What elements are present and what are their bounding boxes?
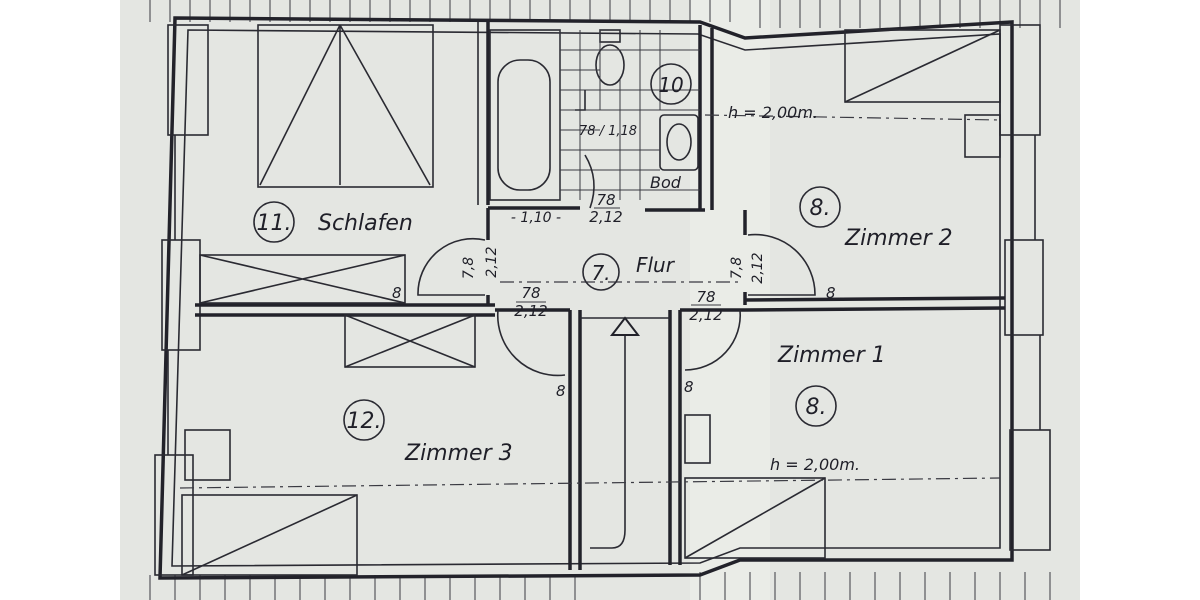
mark-eight-zimmer1: 8 [684,378,694,396]
dim-sw-bottom: 2,12 [514,302,547,320]
dim-left-top: 7,8 [461,257,477,279]
room-circle-11 [253,201,295,243]
room-name-zimmer1: Zimmer 1 [777,343,886,368]
furniture-zimmer3 [181,314,476,576]
mark-eight-schlafen: 8 [392,284,402,302]
dim-bath-window: 78 / 1,18 [579,124,637,139]
room-number-7: 7. [591,261,610,285]
room-name-schlafen: Schlafen [318,211,413,236]
dim-bath-bottom: 2,12 [589,208,622,226]
mark-eight-zimmer2: 8 [826,284,836,302]
dim-width-bath: - 1,10 - [511,210,561,226]
height-line-top [704,114,1001,121]
room-circle-10 [650,63,692,105]
height-label-bottom: h = 2,00m. [770,455,860,474]
dim-sw-top: 78 [521,284,540,302]
dim-bath-top: 78 [596,191,615,209]
stair-arrow [590,316,641,549]
room-name-bod: Bod [650,173,682,192]
dim-left-bottom: 2,12 [484,246,500,277]
room-number-8: 8. [806,395,827,420]
height-label-top: h = 2,00m. [728,103,818,122]
door-dimensions: 78 2,12 78 / 1,18 - 1,10 - 7,8 2,12 7,8 … [461,124,766,324]
room-circle-8 [795,385,837,427]
bath-fixtures [489,29,700,209]
room-number-12: 12. [347,409,382,434]
door-swings [417,233,816,377]
roof-hatching-bottom [149,572,1051,600]
room-name-flur: Flur [636,253,676,277]
height-line-bottom [179,477,1001,489]
mark-eight-zimmer3: 8 [556,382,566,400]
room-circle-12 [343,399,385,441]
dim-se-top: 78 [696,288,715,306]
dim-right-bottom: 2,12 [750,252,766,283]
bed-schlafen [199,254,406,304]
room-circle-9 [799,186,841,228]
room-circles [253,63,841,441]
wardrobe-schlafen [257,24,434,188]
room-name-zimmer3: Zimmer 3 [404,441,513,466]
room-name-zimmer2: Zimmer 2 [844,226,953,251]
room-number-9: 8. [810,196,831,221]
room-number-11: 11. [257,211,292,236]
roof-hatching-top [149,0,1061,28]
room-number-10: 10 [658,73,683,97]
dim-right-top: 7,8 [729,257,745,279]
room-circle-7 [582,253,620,291]
furniture-zimmer1-2 [684,29,1001,559]
dim-se-bottom: 2,12 [689,306,722,324]
